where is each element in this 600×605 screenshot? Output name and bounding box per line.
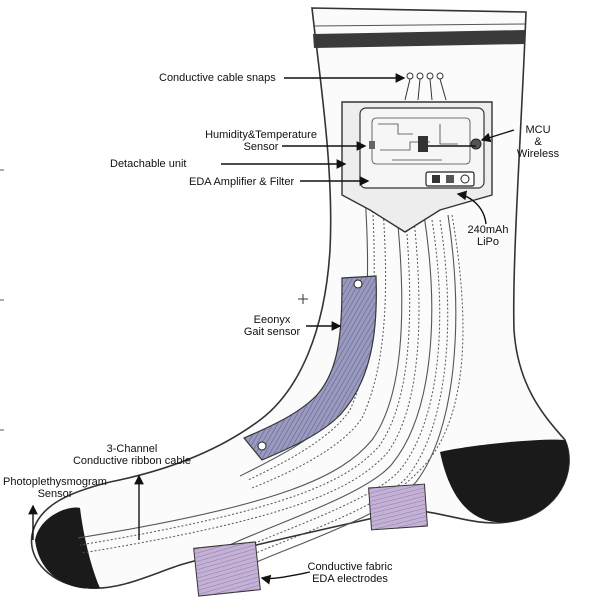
label-ribbon-line1: 3-Channel — [106, 443, 158, 455]
label-mcu-line2: & — [534, 136, 542, 148]
cuff-band — [313, 30, 525, 48]
label-lipo-line1: 240mAh — [467, 224, 509, 236]
label-eda-amplifier: EDA Amplifier & Filter — [189, 176, 295, 188]
humidity-sensor — [369, 141, 375, 149]
label-gait-sensor: Eeonyx Gait sensor — [236, 314, 308, 338]
label-gait-line1: Eeonyx — [253, 314, 291, 326]
label-electrodes-line2: EDA electrodes — [312, 573, 388, 585]
label-detachable-unit: Detachable unit — [110, 158, 187, 170]
label-cable-snaps: Conductive cable snaps — [159, 72, 276, 84]
annotation-arrows — [28, 73, 515, 585]
eda-electrode-1 — [368, 483, 428, 531]
label-mcu-line1: MCU — [525, 124, 551, 136]
cable-snaps — [404, 72, 447, 101]
label-lipo: 240mAh LiPo — [462, 224, 514, 248]
label-electrodes-line1: Conductive fabric — [307, 561, 393, 573]
label-eda-electrodes: Conductive fabric EDA electrodes — [300, 561, 400, 585]
label-humidity-line2: Sensor — [243, 141, 279, 153]
label-mcu-wireless: MCU & Wireless — [512, 124, 564, 160]
label-gait-line2: Gait sensor — [243, 326, 301, 338]
label-ribbon-line2: Conductive ribbon cable — [72, 455, 192, 467]
label-humidity-sensor: Humidity&Temperature Sensor — [196, 129, 326, 153]
edge-ticks — [0, 169, 4, 431]
conductive-traces — [79, 194, 464, 567]
crosshair-mark — [298, 294, 308, 304]
label-mcu-line3: Wireless — [516, 148, 560, 160]
label-ppg-line1: Photoplethysmogram — [3, 476, 107, 488]
label-lipo-line2: LiPo — [476, 236, 500, 248]
label-ppg-line2: Sensor — [37, 488, 73, 500]
heel-patch — [440, 439, 570, 523]
label-ribbon-cable: 3-Channel Conductive ribbon cable — [64, 443, 200, 467]
label-humidity-line1: Humidity&Temperature — [205, 129, 317, 141]
wireless-antenna — [470, 138, 482, 150]
mcu-chip — [418, 136, 428, 152]
label-ppg-sensor: Photoplethysmogram Sensor — [0, 476, 110, 500]
eda-electrode-2 — [193, 541, 261, 597]
toe-patch — [35, 507, 100, 589]
